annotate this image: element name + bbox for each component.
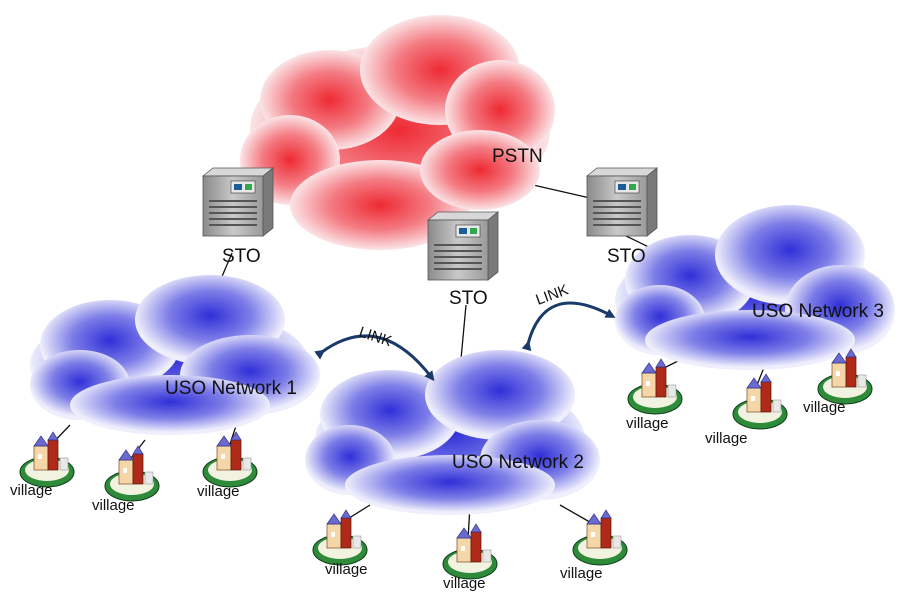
village-icon bbox=[19, 431, 75, 488]
uso-network-3-cloud bbox=[615, 205, 895, 370]
link-arrow-1 bbox=[314, 334, 435, 382]
link-arrow-2 bbox=[521, 301, 616, 352]
village-label: village bbox=[197, 483, 240, 500]
village-label: village bbox=[443, 575, 486, 592]
uso-network-1-label: USO Network 1 bbox=[165, 378, 297, 399]
village-icon bbox=[817, 348, 873, 405]
link-1-label: LINK bbox=[357, 324, 394, 350]
village-icon bbox=[202, 431, 258, 488]
village-icon bbox=[312, 509, 368, 566]
village-label: village bbox=[10, 482, 53, 499]
village-9: village bbox=[803, 348, 873, 416]
sto-2-label: STO bbox=[449, 288, 488, 309]
village-2: village bbox=[92, 445, 160, 514]
pstn-cloud bbox=[240, 15, 555, 250]
village-label: village bbox=[560, 565, 603, 582]
village-8: village bbox=[705, 373, 788, 447]
village-3: village bbox=[197, 431, 258, 500]
village-icon bbox=[732, 373, 788, 430]
village-label: village bbox=[803, 399, 846, 416]
village-1: village bbox=[10, 431, 75, 499]
village-label: village bbox=[325, 561, 368, 578]
village-label: village bbox=[92, 497, 135, 514]
uso-network-3-label: USO Network 3 bbox=[752, 301, 884, 322]
sto-server-3 bbox=[585, 167, 659, 237]
village-icon bbox=[104, 445, 160, 502]
server-icon bbox=[426, 211, 500, 281]
village-icon bbox=[572, 509, 628, 566]
village-icon bbox=[627, 358, 683, 415]
uso-network-1-cloud bbox=[30, 275, 320, 435]
village-4: village bbox=[312, 509, 368, 578]
sto-server-1 bbox=[201, 167, 275, 237]
sto-3-label: STO bbox=[607, 246, 646, 267]
village-5: village bbox=[442, 523, 498, 592]
sto-1-label: STO bbox=[222, 246, 261, 267]
village-7: village bbox=[626, 358, 683, 432]
server-icon bbox=[585, 167, 659, 237]
uso-network-2-label: USO Network 2 bbox=[452, 452, 584, 473]
sto-server-2 bbox=[426, 211, 500, 281]
village-label: village bbox=[626, 415, 669, 432]
uso-network-2-cloud bbox=[305, 350, 600, 515]
pstn-label: PSTN bbox=[492, 146, 543, 167]
village-icon bbox=[442, 523, 498, 580]
villages: village village village village village villa… bbox=[10, 348, 873, 592]
server-icon bbox=[201, 167, 275, 237]
village-6: village bbox=[560, 509, 628, 582]
village-label: village bbox=[705, 430, 748, 447]
